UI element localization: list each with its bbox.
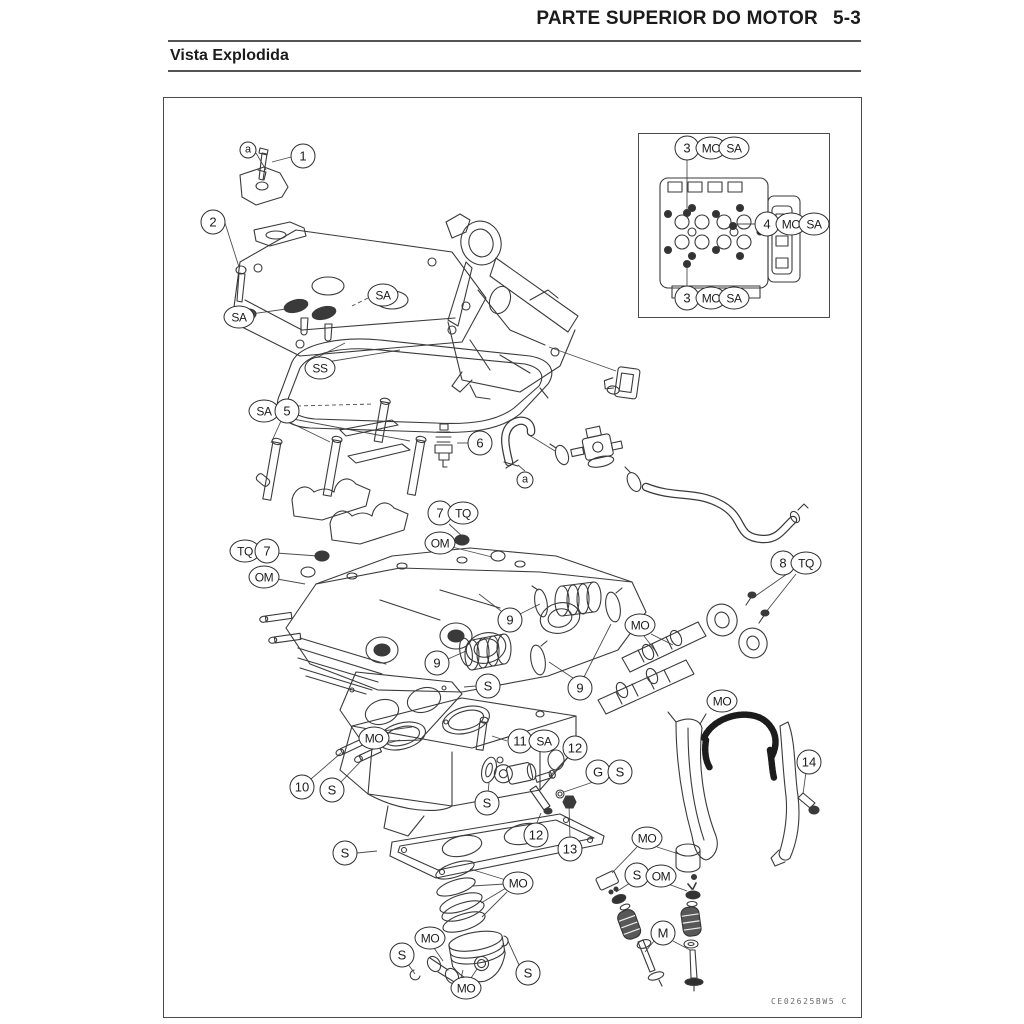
dashed-leaders (296, 297, 375, 407)
callout-mo: MO (450, 976, 482, 1000)
callout-s: S (389, 942, 415, 968)
callout-4: 4 (754, 211, 780, 237)
callout-13: 13 (557, 836, 583, 862)
cylinder-block (335, 697, 577, 837)
callout-s: S (474, 790, 500, 816)
callout-9: 9 (497, 607, 523, 633)
callout-sa: SA (223, 305, 255, 329)
callout-9: 9 (567, 675, 593, 701)
callout-sa: SA (798, 212, 830, 236)
spark-plug (434, 423, 453, 468)
callout-6: 6 (467, 430, 493, 456)
callout-14: 14 (796, 749, 822, 775)
callout-om: OM (248, 565, 280, 589)
callout-mo: MO (706, 689, 738, 713)
callout-m: M (650, 920, 676, 946)
callout-om: OM (645, 864, 677, 888)
inset-box (638, 133, 830, 318)
callout-g: G (585, 759, 611, 785)
head-bolts-and-caps (255, 397, 427, 545)
breather-hose-assembly (501, 416, 809, 544)
page-header: PARTE SUPERIOR DO MOTOR 5-3 (536, 8, 861, 30)
inset-head-bottom-view (659, 177, 801, 299)
callout-a: a (239, 141, 257, 159)
intake-boots (456, 581, 623, 676)
callout-s: S (319, 777, 345, 803)
callout-mo: MO (695, 136, 727, 160)
callout-9: 9 (424, 650, 450, 676)
callout-sa: SA (718, 136, 750, 160)
callout-12: 12 (523, 822, 549, 848)
callout-sa: SA (718, 286, 750, 310)
head-gasket (339, 671, 463, 743)
tensioner-assembly (475, 716, 577, 815)
valve-group (595, 843, 704, 992)
figure-frame (163, 97, 862, 1018)
callout-mo: MO (624, 613, 656, 637)
callout-a: a (516, 471, 534, 489)
valve-cover-assembly (231, 147, 487, 357)
camshafts (597, 591, 770, 715)
section-rule (168, 70, 861, 72)
cylinder-head (259, 534, 647, 695)
section-title: Vista Explodida (170, 47, 289, 64)
figure-code: CE02625BW5 C (771, 997, 848, 1006)
callout-10: 10 (289, 774, 315, 800)
callout-5: 5 (274, 398, 300, 424)
callout-mo: MO (775, 212, 807, 236)
header-title: PARTE SUPERIOR DO MOTOR (536, 8, 818, 29)
frame-drawing (445, 213, 579, 400)
callout-mo: MO (358, 726, 390, 750)
callout-om: OM (424, 531, 456, 555)
page-number: 5-3 (832, 8, 861, 29)
callout-1: 1 (290, 143, 316, 169)
callout-s: S (475, 673, 501, 699)
leader-lines (224, 152, 807, 979)
callout-7: 7 (254, 538, 280, 564)
callout-ss: SS (304, 356, 336, 380)
callout-s: S (515, 960, 541, 986)
callout-mo: MO (502, 871, 534, 895)
callout-s: S (332, 840, 358, 866)
callout-sa: SA (367, 283, 399, 307)
piston-group (409, 860, 509, 985)
callout-mo: MO (631, 826, 663, 850)
callout-tq: TQ (447, 501, 479, 525)
callout-12: 12 (562, 735, 588, 761)
cam-chain-and-guides (667, 711, 820, 867)
header-rule (168, 40, 861, 42)
callout-s: S (624, 862, 650, 888)
callout-sa: SA (528, 729, 560, 753)
callout-s: S (607, 759, 633, 785)
callout-tq: TQ (790, 551, 822, 575)
sensor (603, 366, 641, 400)
callout-mo: MO (414, 926, 446, 950)
callout-2: 2 (200, 209, 226, 235)
valve-cover-gasket (276, 338, 553, 433)
